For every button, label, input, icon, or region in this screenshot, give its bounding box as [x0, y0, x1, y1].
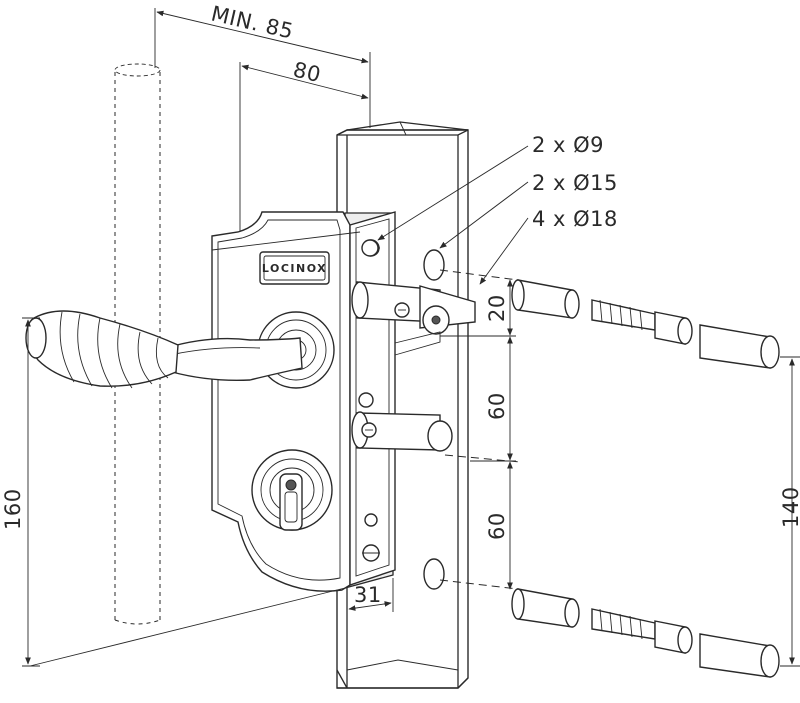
- callout-hole-15: 2 x Ø15: [532, 171, 618, 195]
- lock-faceplate: [349, 211, 396, 586]
- dimension-20-label: 20: [485, 294, 509, 322]
- lever-handle: [25, 310, 303, 389]
- hole-callouts: 2 x Ø9 2 x Ø15 4 x Ø18: [211, 133, 618, 285]
- callout-hole-9: 2 x Ø9: [532, 133, 604, 157]
- key-cylinder-rosette: [251, 449, 333, 531]
- dimension-160-label: 160: [1, 488, 25, 530]
- latch-and-bolts: [351, 239, 476, 452]
- dimension-31: 31: [346, 578, 394, 616]
- fixing-kit-upper: [511, 279, 780, 369]
- alignment-lines: [439, 269, 521, 590]
- dimension-min-85-label: MIN. 85: [209, 1, 296, 43]
- dimension-31-label: 31: [354, 583, 382, 607]
- dimension-80-label: 80: [291, 57, 323, 87]
- profile-hole-upper: [423, 249, 445, 281]
- dimension-60-upper-label: 60: [485, 392, 509, 420]
- lock-body: LOCINOX: [211, 211, 396, 592]
- brand-plate: [259, 251, 330, 285]
- dimension-160: 160: [1, 317, 346, 667]
- fixing-kit-lower: [511, 588, 780, 678]
- profile-hole-lower: [423, 558, 445, 590]
- brand-logo-text: LOCINOX: [262, 262, 327, 275]
- dimension-chain-vertical: 20 60 60: [440, 279, 516, 590]
- dimension-140-label: 140: [779, 486, 800, 528]
- dimension-min-85: MIN. 85: [154, 1, 371, 128]
- callout-hole-18: 4 x Ø18: [532, 207, 618, 231]
- dimension-140: 140: [779, 356, 800, 667]
- dimension-60-lower-label: 60: [485, 512, 509, 540]
